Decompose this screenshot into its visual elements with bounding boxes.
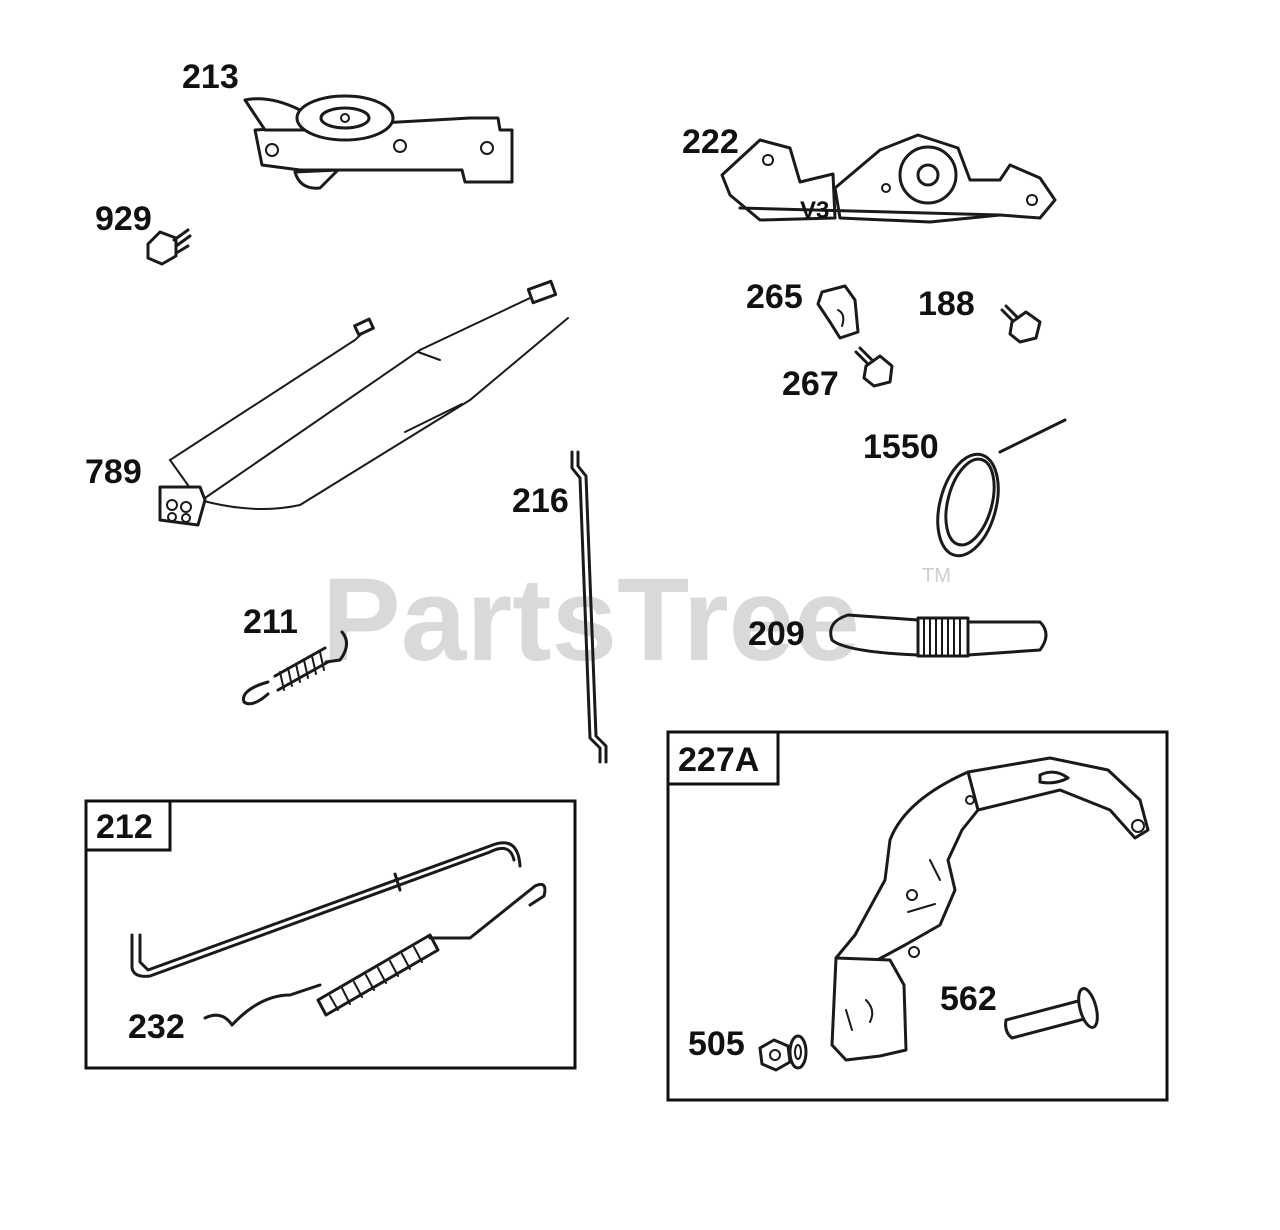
part-188-screw[interactable] (1000, 304, 1042, 344)
part-216-rod[interactable] (570, 450, 608, 764)
part-232-spring[interactable] (203, 882, 547, 1027)
part-227a-control-bracket[interactable] (830, 756, 1150, 1062)
part-505-nut-washer[interactable] (758, 1034, 808, 1072)
part-211-spring[interactable] (242, 630, 348, 706)
watermark-trademark: TM (922, 565, 951, 587)
part-267-screw[interactable] (854, 346, 894, 388)
label-188: 188 (918, 285, 975, 323)
label-209: 209 (748, 615, 805, 653)
part-209-spring[interactable] (829, 613, 1048, 658)
group-227a-frame (666, 730, 1169, 1102)
label-222: 222 (682, 123, 739, 161)
label-505: 505 (688, 1025, 745, 1063)
group-227a-tab (666, 730, 780, 786)
label-265: 265 (746, 278, 803, 316)
label-562: 562 (940, 980, 997, 1018)
part-265-clip[interactable] (816, 284, 860, 340)
part-212-link-rod[interactable] (130, 841, 522, 978)
group-212-frame (84, 799, 577, 1070)
label-v3: V3 (800, 197, 829, 224)
label-789: 789 (85, 453, 142, 491)
label-232: 232 (128, 1008, 185, 1046)
part-213-bracket[interactable] (243, 94, 514, 190)
label-267: 267 (782, 365, 839, 403)
group-212-label: 212 (96, 808, 153, 846)
part-222-governor-bracket[interactable] (720, 133, 1057, 224)
part-562-bolt[interactable] (1004, 987, 1101, 1040)
part-1550-spring[interactable] (927, 418, 1067, 562)
label-1550: 1550 (863, 428, 939, 466)
label-213: 213 (182, 58, 239, 96)
part-929-bolt[interactable] (146, 228, 192, 266)
group-227a-label: 227A (678, 741, 759, 779)
group-212-tab (84, 799, 172, 852)
part-789-wire-harness[interactable] (158, 279, 569, 527)
label-929: 929 (95, 200, 152, 238)
label-211: 211 (243, 603, 298, 641)
label-216: 216 (512, 482, 569, 520)
